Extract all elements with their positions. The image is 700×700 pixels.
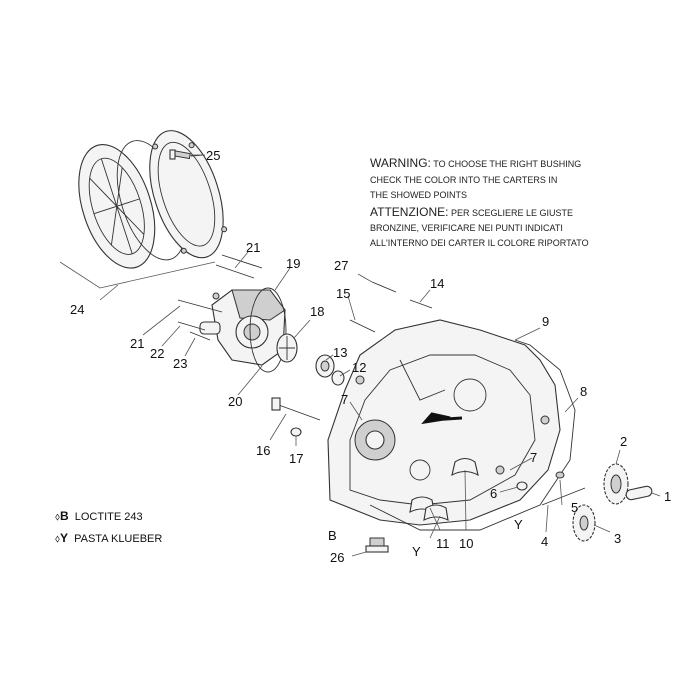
drop-icon: ⬨ [55, 511, 60, 523]
washers-12-13 [315, 354, 345, 386]
callout-labels: 25 21 19 24 21 22 23 20 18 13 12 15 27 1… [70, 148, 671, 565]
callout-16: 16 [256, 443, 270, 458]
callout-26: 26 [330, 550, 344, 565]
callout-20: 20 [228, 394, 242, 409]
callout-24: 24 [70, 302, 84, 317]
warning-head-1: WARNING: [370, 156, 431, 170]
callout-23: 23 [173, 356, 187, 371]
callout-19: 19 [286, 256, 300, 271]
legend-symbol-y: Y [59, 531, 68, 545]
callout-9: 9 [542, 314, 549, 329]
callout-7-top: 7 [341, 392, 348, 407]
callout-12: 12 [352, 360, 366, 375]
callout-14: 14 [430, 276, 444, 291]
callout-1: 1 [664, 489, 671, 504]
pin-1 [625, 485, 653, 501]
svg-text:WARNING: TO CHOOSE THE RIGHT B: WARNING: TO CHOOSE THE RIGHT BUSHING [370, 156, 581, 170]
callout-13: 13 [333, 345, 347, 360]
bolt-14 [409, 299, 433, 309]
callout-3: 3 [614, 531, 621, 546]
callout-21-left: 21 [130, 336, 144, 351]
cover-ring [149, 130, 224, 259]
shaft-4 [541, 487, 586, 506]
svg-text:ATTENZIONE: PER SCEGLIERE LE G: ATTENZIONE: PER SCEGLIERE LE GIUSTE [370, 205, 573, 219]
warning-text-5: BRONZINE, VERIFICARE NEI PUNTI INDICATI [370, 223, 563, 233]
callout-22: 22 [150, 346, 164, 361]
plug-26 [365, 537, 389, 553]
callout-15: 15 [336, 286, 350, 301]
dowel-6 [516, 481, 528, 491]
warning-text-3: THE SHOWED POINTS [370, 190, 467, 200]
bolt-15 [349, 319, 376, 333]
callout-27: 27 [334, 258, 348, 273]
marker-y-right: Y [514, 517, 523, 532]
spring-5 [555, 471, 565, 479]
callout-10: 10 [459, 536, 473, 551]
shaft-gears [541, 463, 653, 542]
warning-head-2: ATTENZIONE: [370, 205, 448, 219]
callout-21-top: 21 [246, 240, 260, 255]
bearing-12 [331, 370, 345, 386]
callout-6: 6 [490, 486, 497, 501]
callout-2: 2 [620, 434, 627, 449]
marker-y-bottom: Y [412, 544, 421, 559]
callout-11: 11 [436, 536, 450, 551]
callout-5: 5 [571, 500, 578, 515]
drop-icon: ⬨ [55, 533, 60, 545]
bolts-21 [177, 254, 263, 313]
warning-text-2: CHECK THE COLOR INTO THE CARTERS IN [370, 175, 557, 185]
warning-text-1: TO CHOOSE THE RIGHT BUSHING [431, 159, 581, 169]
bolts-14-15-27 [349, 281, 433, 333]
washer-17 [290, 427, 302, 437]
legend-symbol-b: B [59, 509, 69, 523]
crankcase-9 [327, 319, 561, 526]
pump-gasket-20 [249, 287, 287, 373]
callout-8: 8 [580, 384, 587, 399]
bolts-22-23 [177, 321, 211, 341]
pump-outlet [199, 321, 221, 335]
legend-text-loctite: LOCTITE 243 [74, 511, 143, 523]
bolt-16 [271, 397, 321, 421]
callout-4: 4 [541, 534, 548, 549]
callout-25: 25 [206, 148, 220, 163]
legend-text-klueber: PASTA KLUEBER [74, 533, 163, 545]
bushing-arrow [421, 412, 463, 425]
bolt-27 [371, 281, 397, 293]
callout-17: 17 [289, 451, 303, 466]
legend-klueber: ⬨Y PASTA KLUEBER [55, 531, 162, 546]
callout-18: 18 [310, 304, 324, 319]
leader-lines [99, 154, 661, 557]
callout-7-right: 7 [530, 450, 537, 465]
legend-loctite: ⬨B LOCTITE 243 [55, 509, 143, 524]
warning-text-6: ALL'INTERNO DEI CARTER IL COLORE RIPORTA… [370, 238, 589, 248]
warning-text-4: PER SCEGLIERE LE GIUSTE [448, 208, 573, 218]
warning-note: WARNING: TO CHOOSE THE RIGHT BUSHING CHE… [370, 156, 589, 248]
water-pump-assembly [199, 287, 298, 373]
marker-b: B [328, 528, 337, 543]
bushings-10-11 [409, 457, 479, 521]
clutch-cover-assembly [59, 130, 228, 289]
